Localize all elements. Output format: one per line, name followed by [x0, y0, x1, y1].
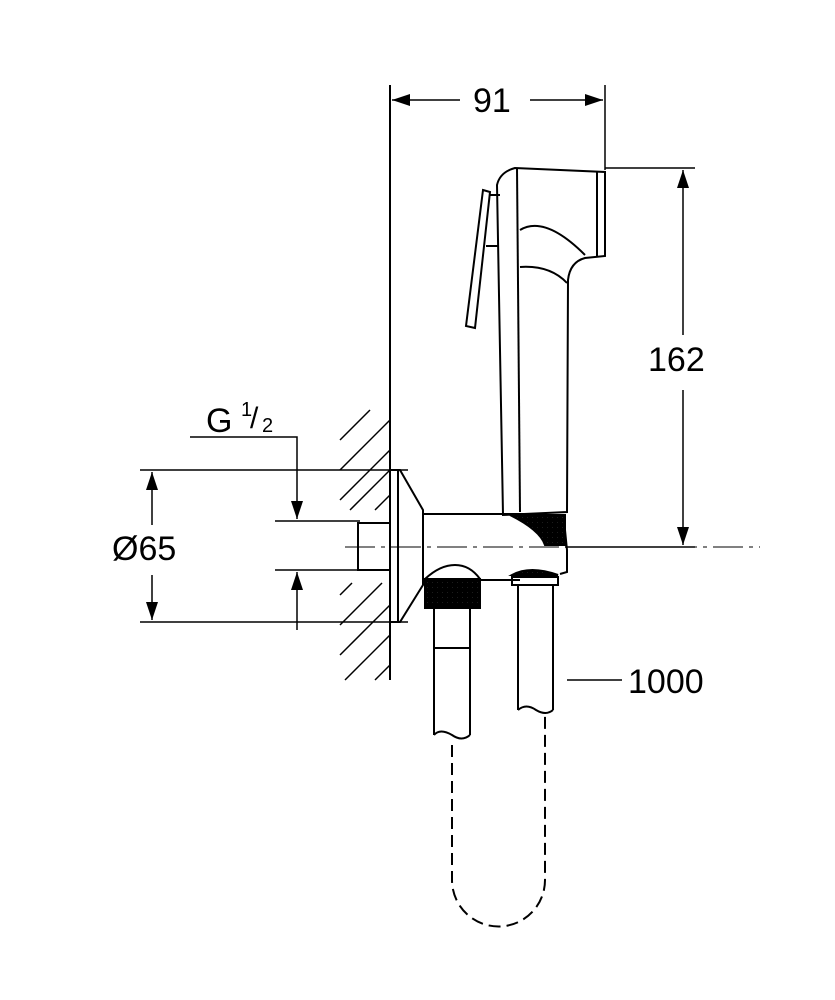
height-label: 162 [648, 341, 705, 379]
wall-rosette [389, 469, 424, 623]
width-label: 91 [473, 82, 511, 120]
wall [339, 85, 391, 681]
hand-shower [464, 166, 606, 546]
thread-numerator: 1 [241, 399, 253, 421]
thread-denominator: 2 [262, 415, 274, 437]
hose-length-label: 1000 [628, 663, 704, 701]
hose-connections [422, 563, 559, 928]
dimension-diameter [140, 469, 408, 623]
dimension-width [392, 85, 606, 170]
thread-slash: / [250, 402, 259, 435]
dimension-thread [190, 436, 390, 630]
diameter-label: Ø65 [112, 530, 177, 568]
thread-label: G [206, 402, 233, 440]
